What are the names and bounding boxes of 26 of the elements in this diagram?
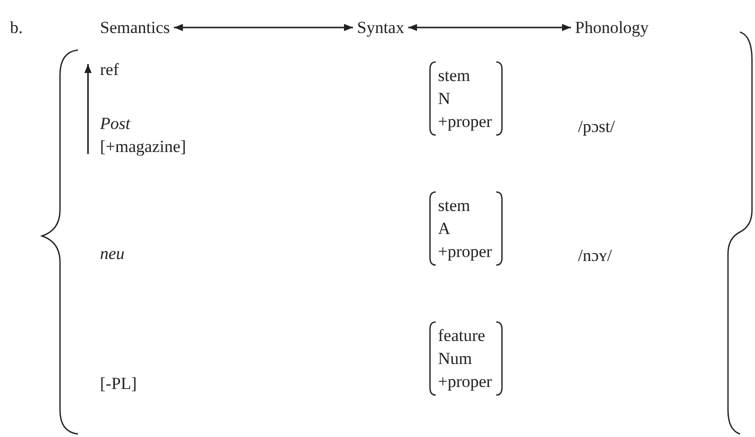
feature-value: A (438, 218, 452, 240)
feature-value: stem (438, 195, 472, 217)
linguistic-term: /nɔʏ/ (578, 245, 612, 267)
feature-value: +proper (438, 111, 492, 133)
double-arrow (174, 24, 353, 32)
feature-value: stem (438, 65, 472, 87)
feature-value: Num (438, 348, 473, 370)
feature-value: +proper (438, 371, 492, 393)
double-arrow (408, 24, 571, 32)
example-label: b. (10, 17, 23, 39)
linguistic-term: ref (100, 59, 119, 81)
column-heading: Phonology (575, 17, 649, 39)
linguistic-term: [-PL] (100, 373, 137, 395)
linguistic-term: neu (100, 243, 125, 265)
linguistic-term: /pɔst/ (578, 116, 615, 138)
column-heading: Syntax (357, 17, 404, 39)
linguistic-term: [+magazine] (100, 136, 186, 158)
feature-value: feature (438, 325, 486, 347)
feature-matrix (430, 62, 502, 135)
feature-value: +proper (438, 241, 492, 263)
column-heading: Semantics (100, 17, 170, 39)
feature-matrix (430, 322, 502, 395)
linguistic-term: Post (100, 113, 132, 135)
feature-value: N (438, 88, 452, 110)
feature-matrix (430, 192, 502, 265)
arrow (84, 64, 92, 154)
